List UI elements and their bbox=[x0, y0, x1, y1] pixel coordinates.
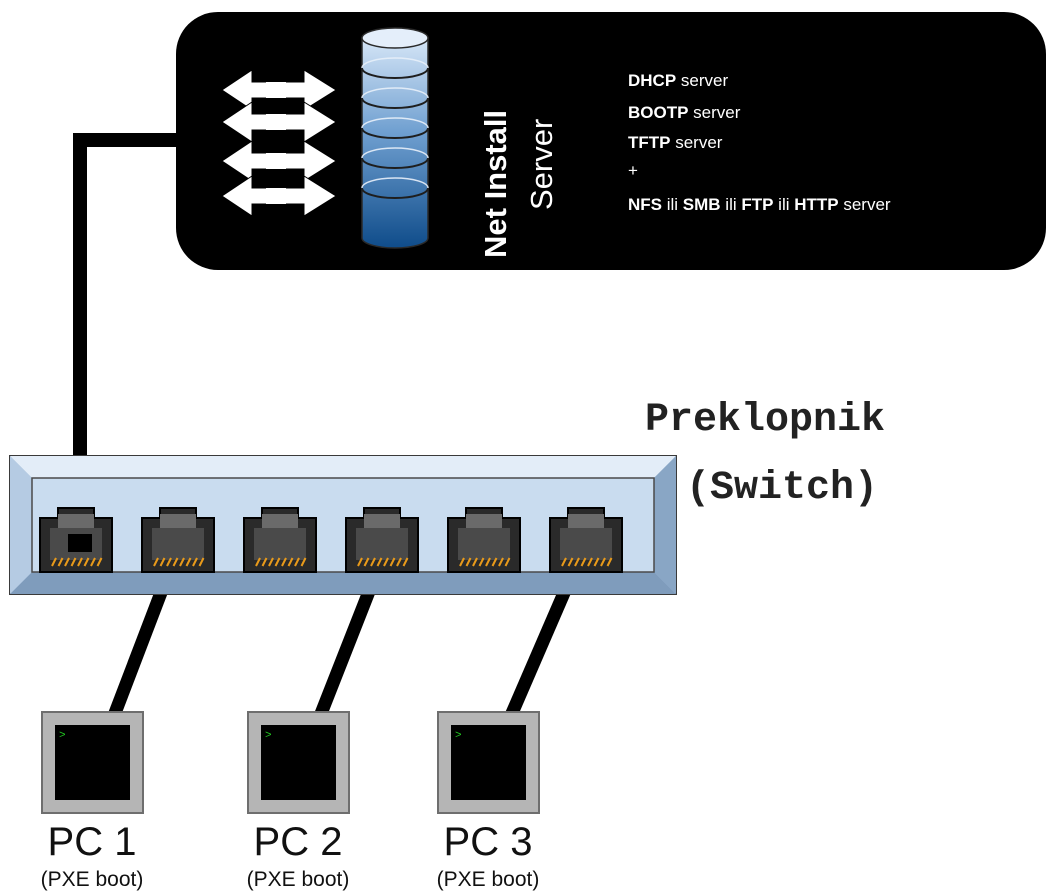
service-line: DHCP server bbox=[628, 71, 728, 90]
port-pins bbox=[255, 557, 307, 567]
pc-2: > PC 2 (PXE boot) bbox=[247, 711, 350, 891]
server-title: Net Install bbox=[478, 110, 513, 258]
service-text: + bbox=[628, 161, 638, 180]
server-cable-plug bbox=[68, 534, 92, 552]
service-text: server bbox=[839, 195, 891, 214]
pc-boot-label: (PXE boot) bbox=[437, 868, 540, 891]
port-pins bbox=[459, 557, 511, 567]
switch-port-2 bbox=[141, 507, 215, 573]
service-text: server bbox=[671, 133, 723, 152]
pc-boot-label: (PXE boot) bbox=[41, 868, 144, 891]
service-text: ili bbox=[721, 195, 742, 214]
pc-1: > PC 1 (PXE boot) bbox=[41, 711, 144, 891]
monitor-screen bbox=[261, 725, 336, 800]
server-subtitle: Server bbox=[524, 119, 559, 210]
service-text: NFS bbox=[628, 195, 662, 214]
server-cable bbox=[73, 133, 176, 534]
pc-name: PC 1 bbox=[48, 820, 137, 864]
switch-ports bbox=[39, 507, 623, 573]
port-pins bbox=[153, 557, 205, 567]
service-text: DHCP bbox=[628, 71, 676, 90]
switch-label-line1: Preklopnik bbox=[645, 398, 885, 443]
switch-port-5 bbox=[447, 507, 521, 573]
terminal-prompt: > bbox=[455, 730, 462, 742]
switch-port-4 bbox=[345, 507, 419, 573]
monitor-screen bbox=[55, 725, 130, 800]
monitor-screen bbox=[451, 725, 526, 800]
service-text: server bbox=[676, 71, 728, 90]
pc-group: > PC 1 (PXE boot) > PC 2 (PXE boot) > PC 3 (PXE … bbox=[41, 711, 540, 891]
port-pins bbox=[561, 557, 613, 567]
pc-name: PC 2 bbox=[254, 820, 343, 864]
service-text: BOOTP bbox=[628, 103, 688, 122]
pc-3: > PC 3 (PXE boot) bbox=[437, 711, 540, 891]
service-text: ili bbox=[773, 195, 794, 214]
service-line: + bbox=[628, 161, 638, 180]
service-text: TFTP bbox=[628, 133, 671, 152]
service-line: TFTP server bbox=[628, 133, 723, 152]
service-line: NFS ili SMB ili FTP ili HTTP server bbox=[628, 195, 891, 214]
switch-port-6 bbox=[549, 507, 623, 573]
database-icon bbox=[361, 27, 429, 249]
service-text: HTTP bbox=[794, 195, 838, 214]
service-text: FTP bbox=[741, 195, 773, 214]
service-text: SMB bbox=[683, 195, 721, 214]
port-pins bbox=[51, 557, 103, 567]
terminal-prompt: > bbox=[59, 730, 66, 742]
network-arrows-icon bbox=[221, 69, 337, 217]
service-text: ili bbox=[662, 195, 683, 214]
service-text: server bbox=[688, 103, 740, 122]
port-pins bbox=[357, 557, 409, 567]
switch-label-line2: (Switch) bbox=[686, 466, 878, 511]
terminal-prompt: > bbox=[265, 730, 272, 742]
service-line: BOOTP server bbox=[628, 103, 741, 122]
pc-name: PC 3 bbox=[444, 820, 533, 864]
pc-boot-label: (PXE boot) bbox=[247, 868, 350, 891]
switch bbox=[9, 455, 677, 595]
switch-port-3 bbox=[243, 507, 317, 573]
